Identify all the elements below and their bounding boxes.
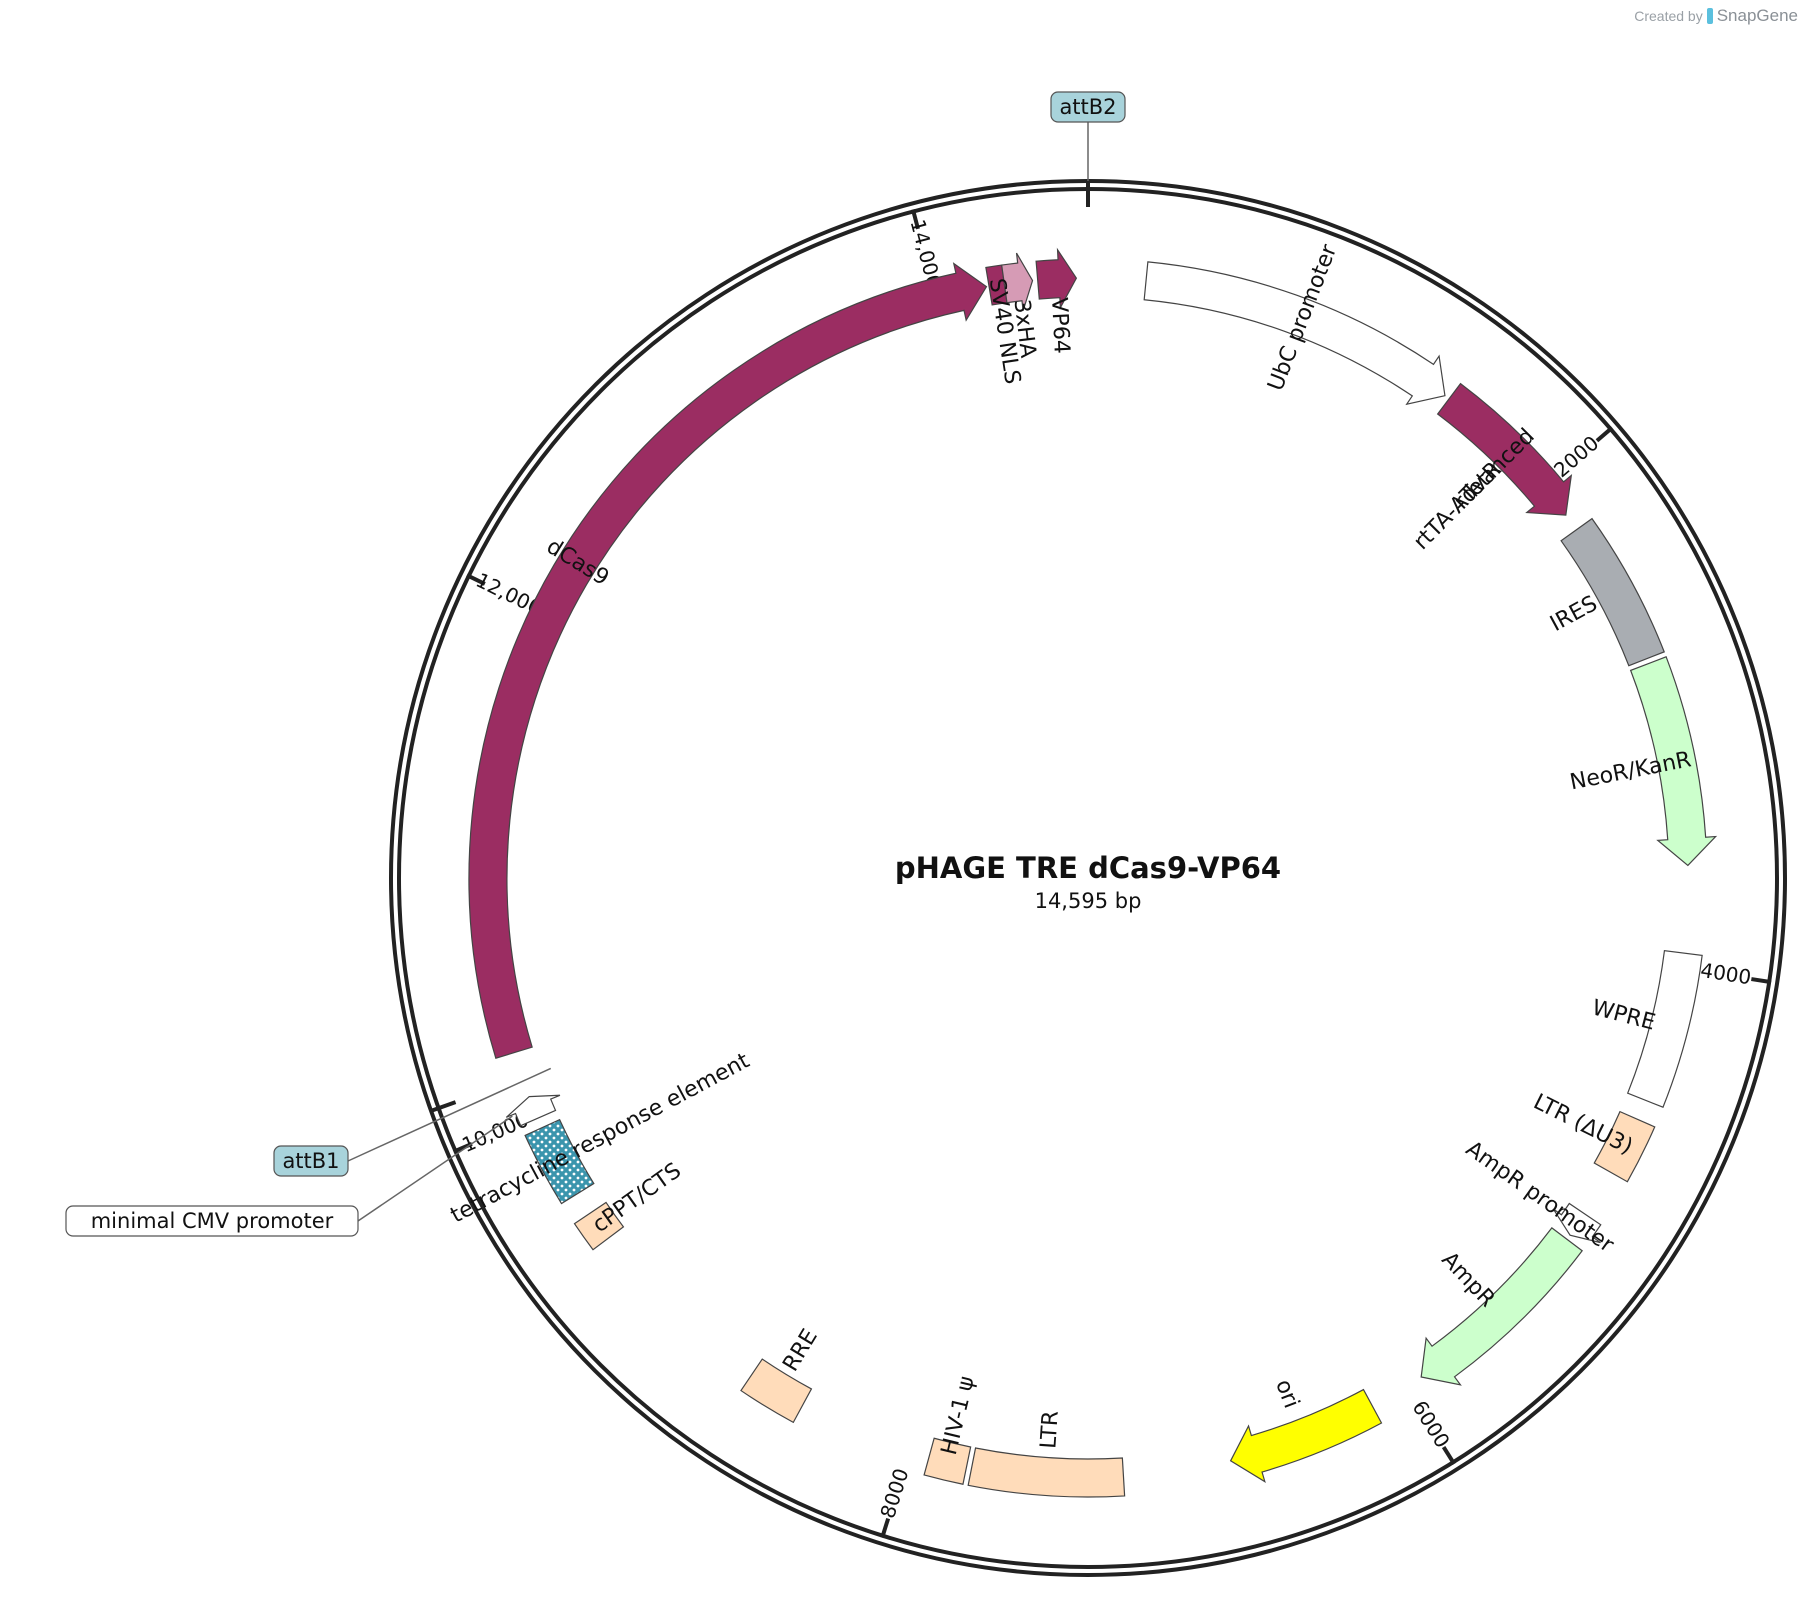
feature-label-rre: RRE [778, 1325, 822, 1376]
tick-mark [1751, 977, 1772, 985]
feature-arcs [468, 247, 1718, 1498]
credit-prefix: Created by [1634, 8, 1703, 24]
feature-3xha [1001, 252, 1034, 311]
feature-ampr-promoter [1552, 1202, 1602, 1244]
tick-label: 4000 [1699, 958, 1753, 989]
feature-rtetr [1436, 382, 1573, 516]
credit-brand: SnapGene [1716, 6, 1798, 25]
feature-hiv-1 [923, 1437, 972, 1485]
snapgene-logo-icon [1706, 8, 1713, 24]
feature-label-ires: IRES [1546, 591, 1602, 637]
feature-label-ampr: AmpR [1436, 1247, 1499, 1312]
tick-label: 6000 [1407, 1396, 1454, 1452]
tick-mark [910, 209, 920, 230]
feature-cppt-cts [573, 1201, 625, 1251]
feature-ampr [1420, 1227, 1584, 1386]
feature-neor-kanr [1629, 656, 1718, 867]
feature-label-ori: ori [1270, 1376, 1304, 1412]
feature-label-ltr: LTR [1036, 1410, 1064, 1450]
feature-label-vp64: VP64 [1046, 297, 1074, 355]
feature-dcas9 [468, 262, 988, 1059]
feature-ltr [967, 1447, 1126, 1498]
tick-mark [466, 573, 486, 586]
feature-label-cppt-cts: cPPT/CTS [588, 1158, 686, 1238]
feature-wpre [1626, 949, 1703, 1109]
feature-ubc-promoter [1143, 261, 1446, 406]
feature-label-hiv-1: HIV-1 ψ [937, 1374, 980, 1458]
site-label-attb1: attB1 [282, 1149, 339, 1173]
feature-label-ampr-promoter: AmpR promoter [1461, 1136, 1619, 1258]
tick-mark [1595, 426, 1614, 443]
feature-ori [1229, 1388, 1383, 1483]
restriction-sites: attB2 attB1 minimal CMV promoter [65, 91, 1126, 1237]
site-badge-attb1 [273, 1145, 349, 1177]
tick-label: 8000 [875, 1465, 913, 1521]
feature-label-wpre: WPRE [1589, 995, 1657, 1035]
feature-vp64 [1035, 247, 1078, 310]
site-label-attb2: attB2 [1059, 95, 1116, 119]
tick-mark [1441, 1445, 1456, 1466]
plasmid-name: pHAGE TRE dCas9-VP64 [895, 851, 1281, 885]
feature-ires [1560, 517, 1665, 667]
tick-mark [880, 1517, 891, 1539]
feature-minimal-cmv-promoter [505, 1094, 561, 1127]
feature-label-minimal-cmv-promoter: minimal CMV promoter [91, 1209, 334, 1233]
site-mark [430, 1100, 457, 1113]
site-leader [347, 1067, 552, 1162]
feature-tetracycline-response-element [524, 1118, 595, 1205]
cmv-leader [357, 1115, 513, 1222]
snapgene-credit: Created by SnapGene [1634, 6, 1798, 26]
feature-ltr-u3 [1593, 1110, 1656, 1183]
cmv-callout-box [65, 1205, 359, 1237]
site-badge-attb2 [1050, 91, 1126, 123]
feature-rre [740, 1358, 813, 1424]
plasmid-length: 14,595 bp [1035, 889, 1142, 913]
